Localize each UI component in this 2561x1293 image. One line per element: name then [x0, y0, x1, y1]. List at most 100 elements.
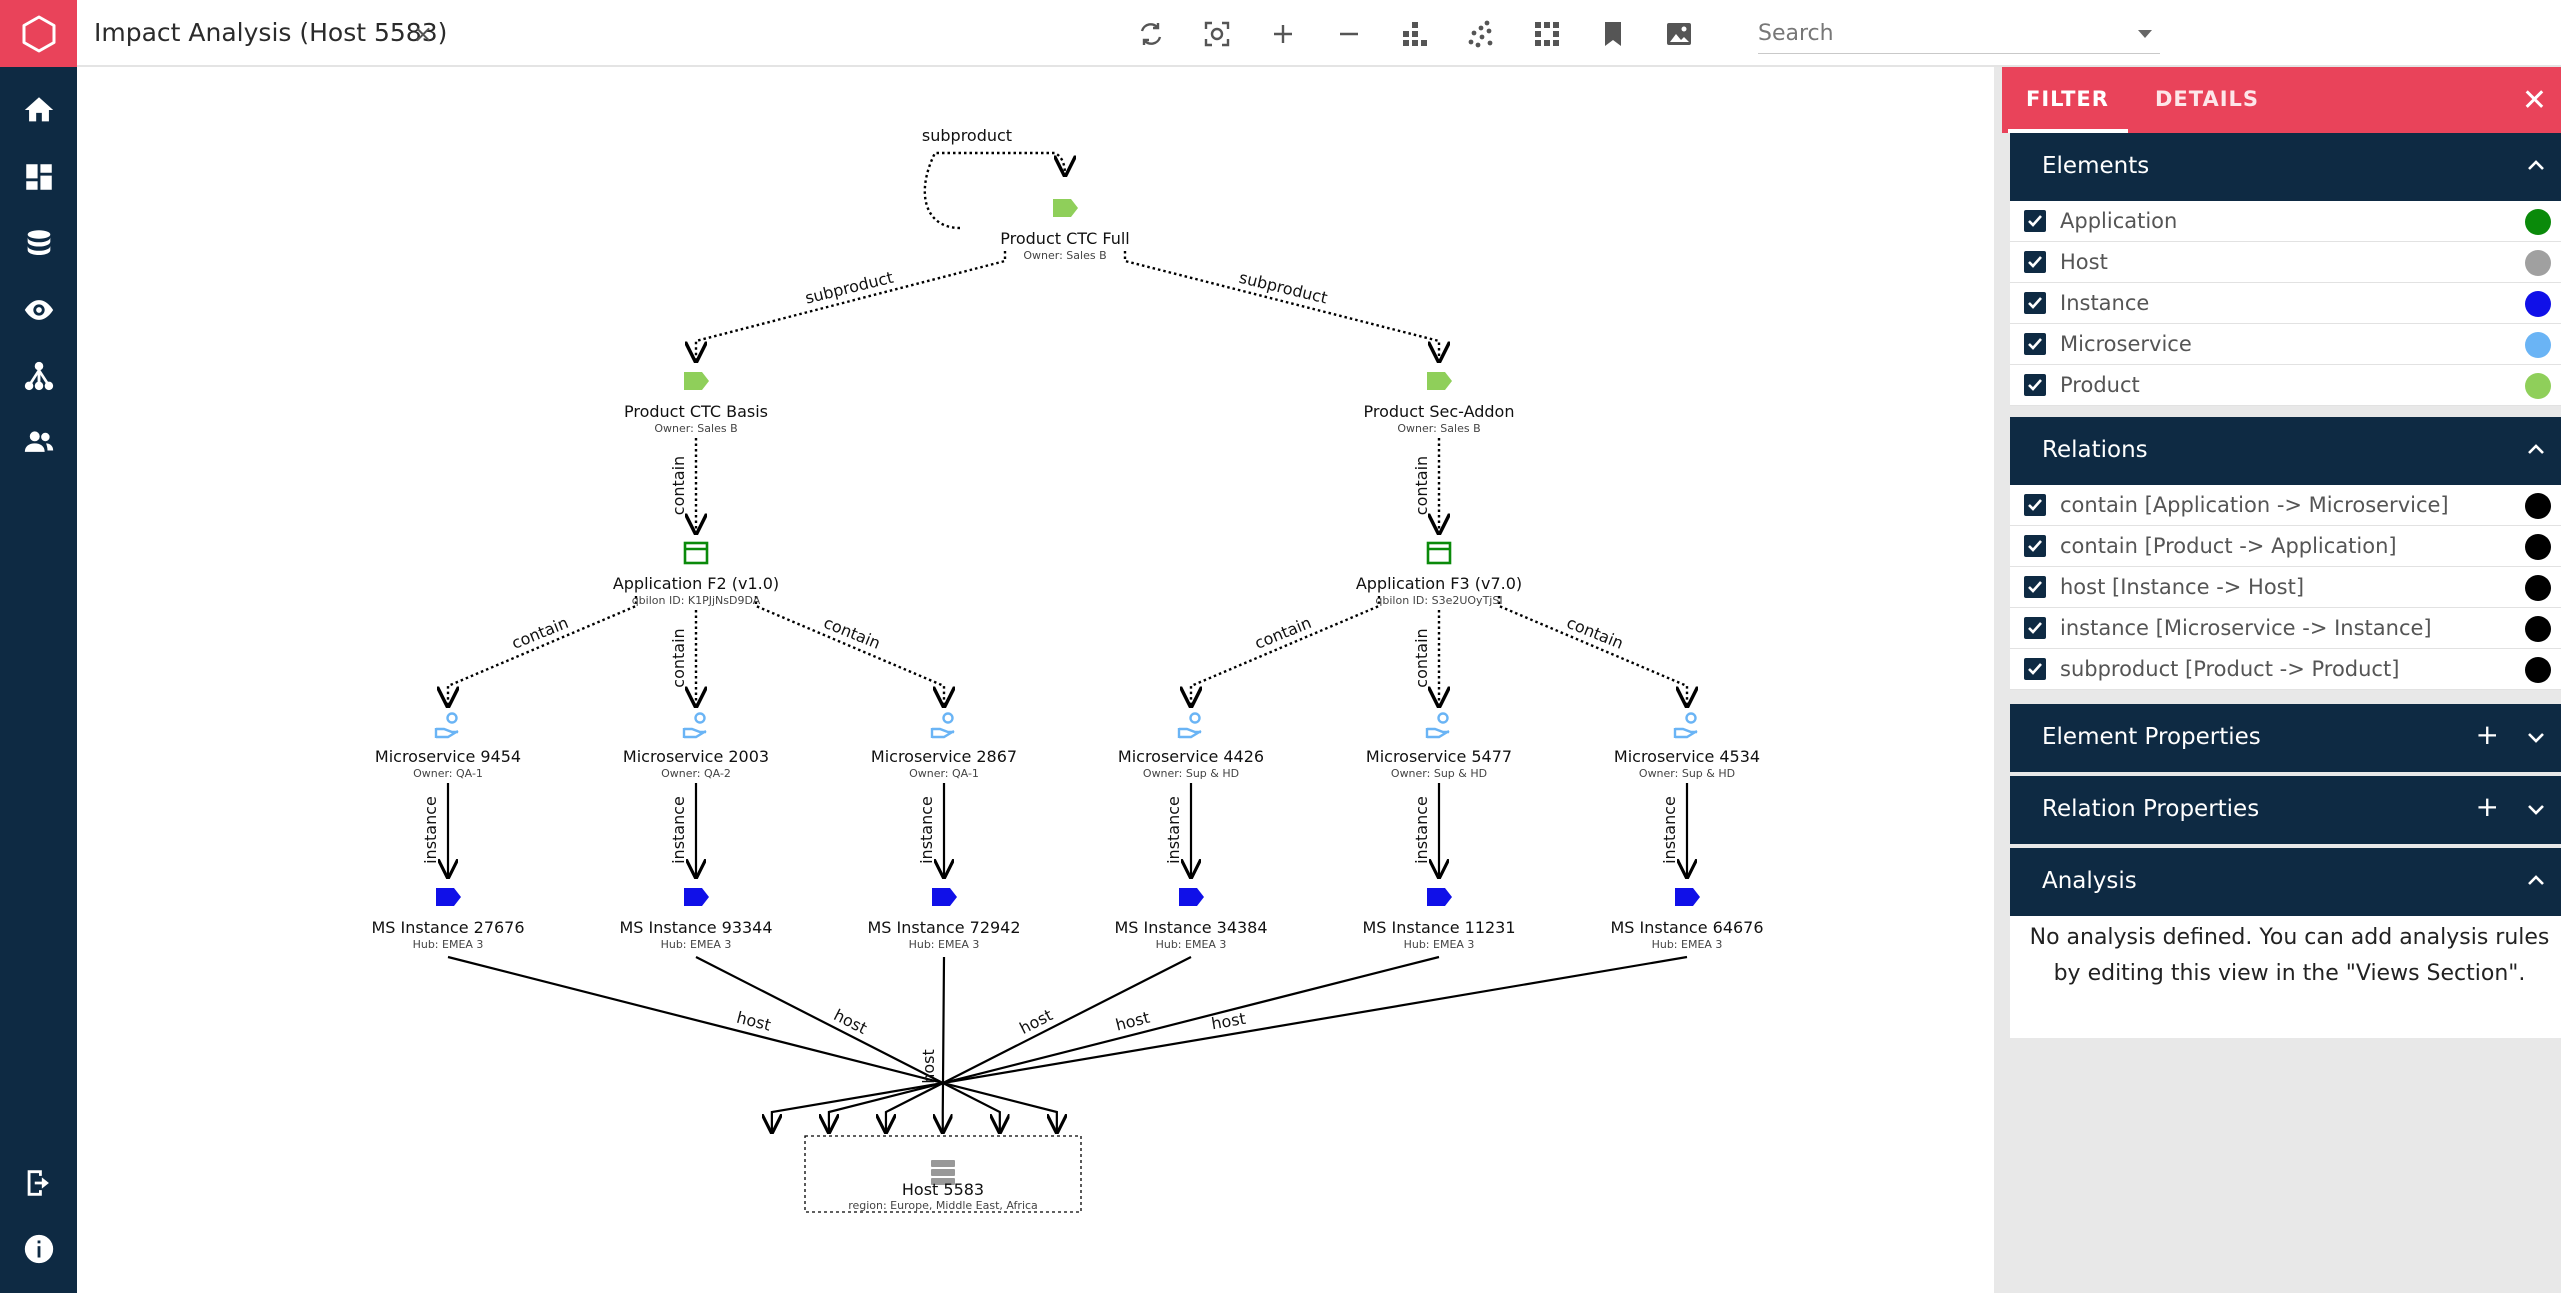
checkbox-checked-icon[interactable]: [2024, 576, 2046, 598]
chevron-up-icon[interactable]: [2525, 439, 2547, 465]
element-filter-row[interactable]: Product: [2010, 365, 2561, 406]
element-filter-row[interactable]: Instance: [2010, 283, 2561, 324]
checkbox-checked-icon[interactable]: [2024, 494, 2046, 516]
home-icon[interactable]: [22, 93, 56, 127]
element-filter-row[interactable]: Host: [2010, 242, 2561, 283]
edge-subproduct[interactable]: [1123, 251, 1439, 361]
edge-subproduct[interactable]: [696, 251, 1007, 361]
close-panel-icon[interactable]: ✕: [2521, 83, 2547, 118]
color-swatch[interactable]: [2525, 493, 2551, 519]
chevron-down-icon[interactable]: [2525, 726, 2547, 752]
edge-contain[interactable]: [448, 596, 638, 706]
color-swatch[interactable]: [2525, 373, 2551, 399]
users-icon[interactable]: [22, 425, 56, 459]
edge-contain[interactable]: [754, 596, 944, 706]
relation-filter-row[interactable]: instance [Microservice -> Instance]: [2010, 608, 2561, 649]
hierarchy-icon[interactable]: [22, 359, 56, 393]
logout-icon[interactable]: [22, 1166, 56, 1200]
relation-filter-row[interactable]: host [Instance -> Host]: [2010, 567, 2561, 608]
checkbox-checked-icon[interactable]: [2024, 251, 2046, 273]
add-property-icon[interactable]: +: [2475, 790, 2499, 823]
checkbox-checked-icon[interactable]: [2024, 617, 2046, 639]
layout-hierarchy-icon[interactable]: [1399, 18, 1431, 50]
edge-host[interactable]: [886, 956, 1192, 1132]
element-properties-header[interactable]: Element Properties +: [2010, 704, 2561, 772]
edge-contain[interactable]: [1191, 596, 1381, 706]
chevron-up-icon[interactable]: [2525, 870, 2547, 896]
checkbox-checked-icon[interactable]: [2024, 535, 2046, 557]
checkbox-checked-icon[interactable]: [2024, 374, 2046, 396]
tab-filter[interactable]: FILTER: [2026, 87, 2109, 111]
graph-node-application[interactable]: Application F2 (v1.0)qbilon ID: K1PJjNsD…: [613, 541, 779, 607]
color-swatch[interactable]: [2525, 575, 2551, 601]
checkbox-checked-icon[interactable]: [2024, 210, 2046, 232]
color-swatch[interactable]: [2525, 250, 2551, 276]
zoom-in-icon[interactable]: [1267, 18, 1299, 50]
edge-host[interactable]: [772, 955, 1688, 1132]
search-dropdown-icon[interactable]: [2138, 30, 2152, 38]
relations-section-header[interactable]: Relations: [2010, 417, 2561, 485]
color-swatch[interactable]: [2525, 534, 2551, 560]
element-filter-row[interactable]: Microservice: [2010, 324, 2561, 365]
chevron-up-icon[interactable]: [2525, 155, 2547, 181]
dashboard-icon[interactable]: [22, 160, 56, 194]
zoom-out-icon[interactable]: [1333, 18, 1365, 50]
layout-grid-icon[interactable]: [1531, 18, 1563, 50]
edge-host[interactable]: [829, 955, 1440, 1132]
edge-host[interactable]: [447, 955, 1057, 1132]
checkbox-checked-icon[interactable]: [2024, 292, 2046, 314]
database-icon[interactable]: [22, 226, 56, 260]
search-input[interactable]: [1758, 14, 2118, 52]
image-export-icon[interactable]: [1663, 18, 1695, 50]
node-label: MS Instance 27676: [371, 918, 524, 937]
elements-section-header[interactable]: Elements: [2010, 133, 2561, 201]
tab-details[interactable]: DETAILS: [2155, 87, 2260, 111]
edge-contain[interactable]: [1497, 596, 1687, 706]
chevron-down-icon[interactable]: [2525, 798, 2547, 824]
analysis-section-header[interactable]: Analysis: [2010, 848, 2561, 916]
info-icon[interactable]: [22, 1232, 56, 1266]
relation-filter-row[interactable]: subproduct [Product -> Product]: [2010, 649, 2561, 690]
color-swatch[interactable]: [2525, 332, 2551, 358]
checkbox-checked-icon[interactable]: [2024, 333, 2046, 355]
app-logo[interactable]: [0, 0, 77, 67]
color-swatch[interactable]: [2525, 209, 2551, 235]
refresh-icon[interactable]: [1135, 18, 1167, 50]
color-swatch[interactable]: [2525, 657, 2551, 683]
checkbox-checked-icon[interactable]: [2024, 658, 2046, 680]
color-swatch[interactable]: [2525, 291, 2551, 317]
edge-subproduct[interactable]: [923, 151, 1065, 230]
relation-filter-row[interactable]: contain [Application -> Microservice]: [2010, 485, 2561, 526]
bookmark-icon[interactable]: [1597, 18, 1629, 50]
close-view-icon[interactable]: ×: [413, 20, 434, 48]
relation-filter-row[interactable]: contain [Product -> Application]: [2010, 526, 2561, 567]
edge-host[interactable]: [695, 956, 1000, 1132]
fit-screen-icon[interactable]: [1201, 18, 1233, 50]
eye-icon[interactable]: [22, 293, 56, 327]
edge-host[interactable]: [943, 956, 944, 1132]
graph-node-application[interactable]: Application F3 (v7.0)qbilon ID: S3e2UOyT…: [1356, 541, 1522, 607]
element-filter-row[interactable]: Application: [2010, 201, 2561, 242]
color-swatch[interactable]: [2525, 616, 2551, 642]
relation-properties-header[interactable]: Relation Properties +: [2010, 776, 2561, 844]
add-property-icon[interactable]: +: [2475, 718, 2499, 751]
layout-scatter-icon[interactable]: [1465, 18, 1497, 50]
